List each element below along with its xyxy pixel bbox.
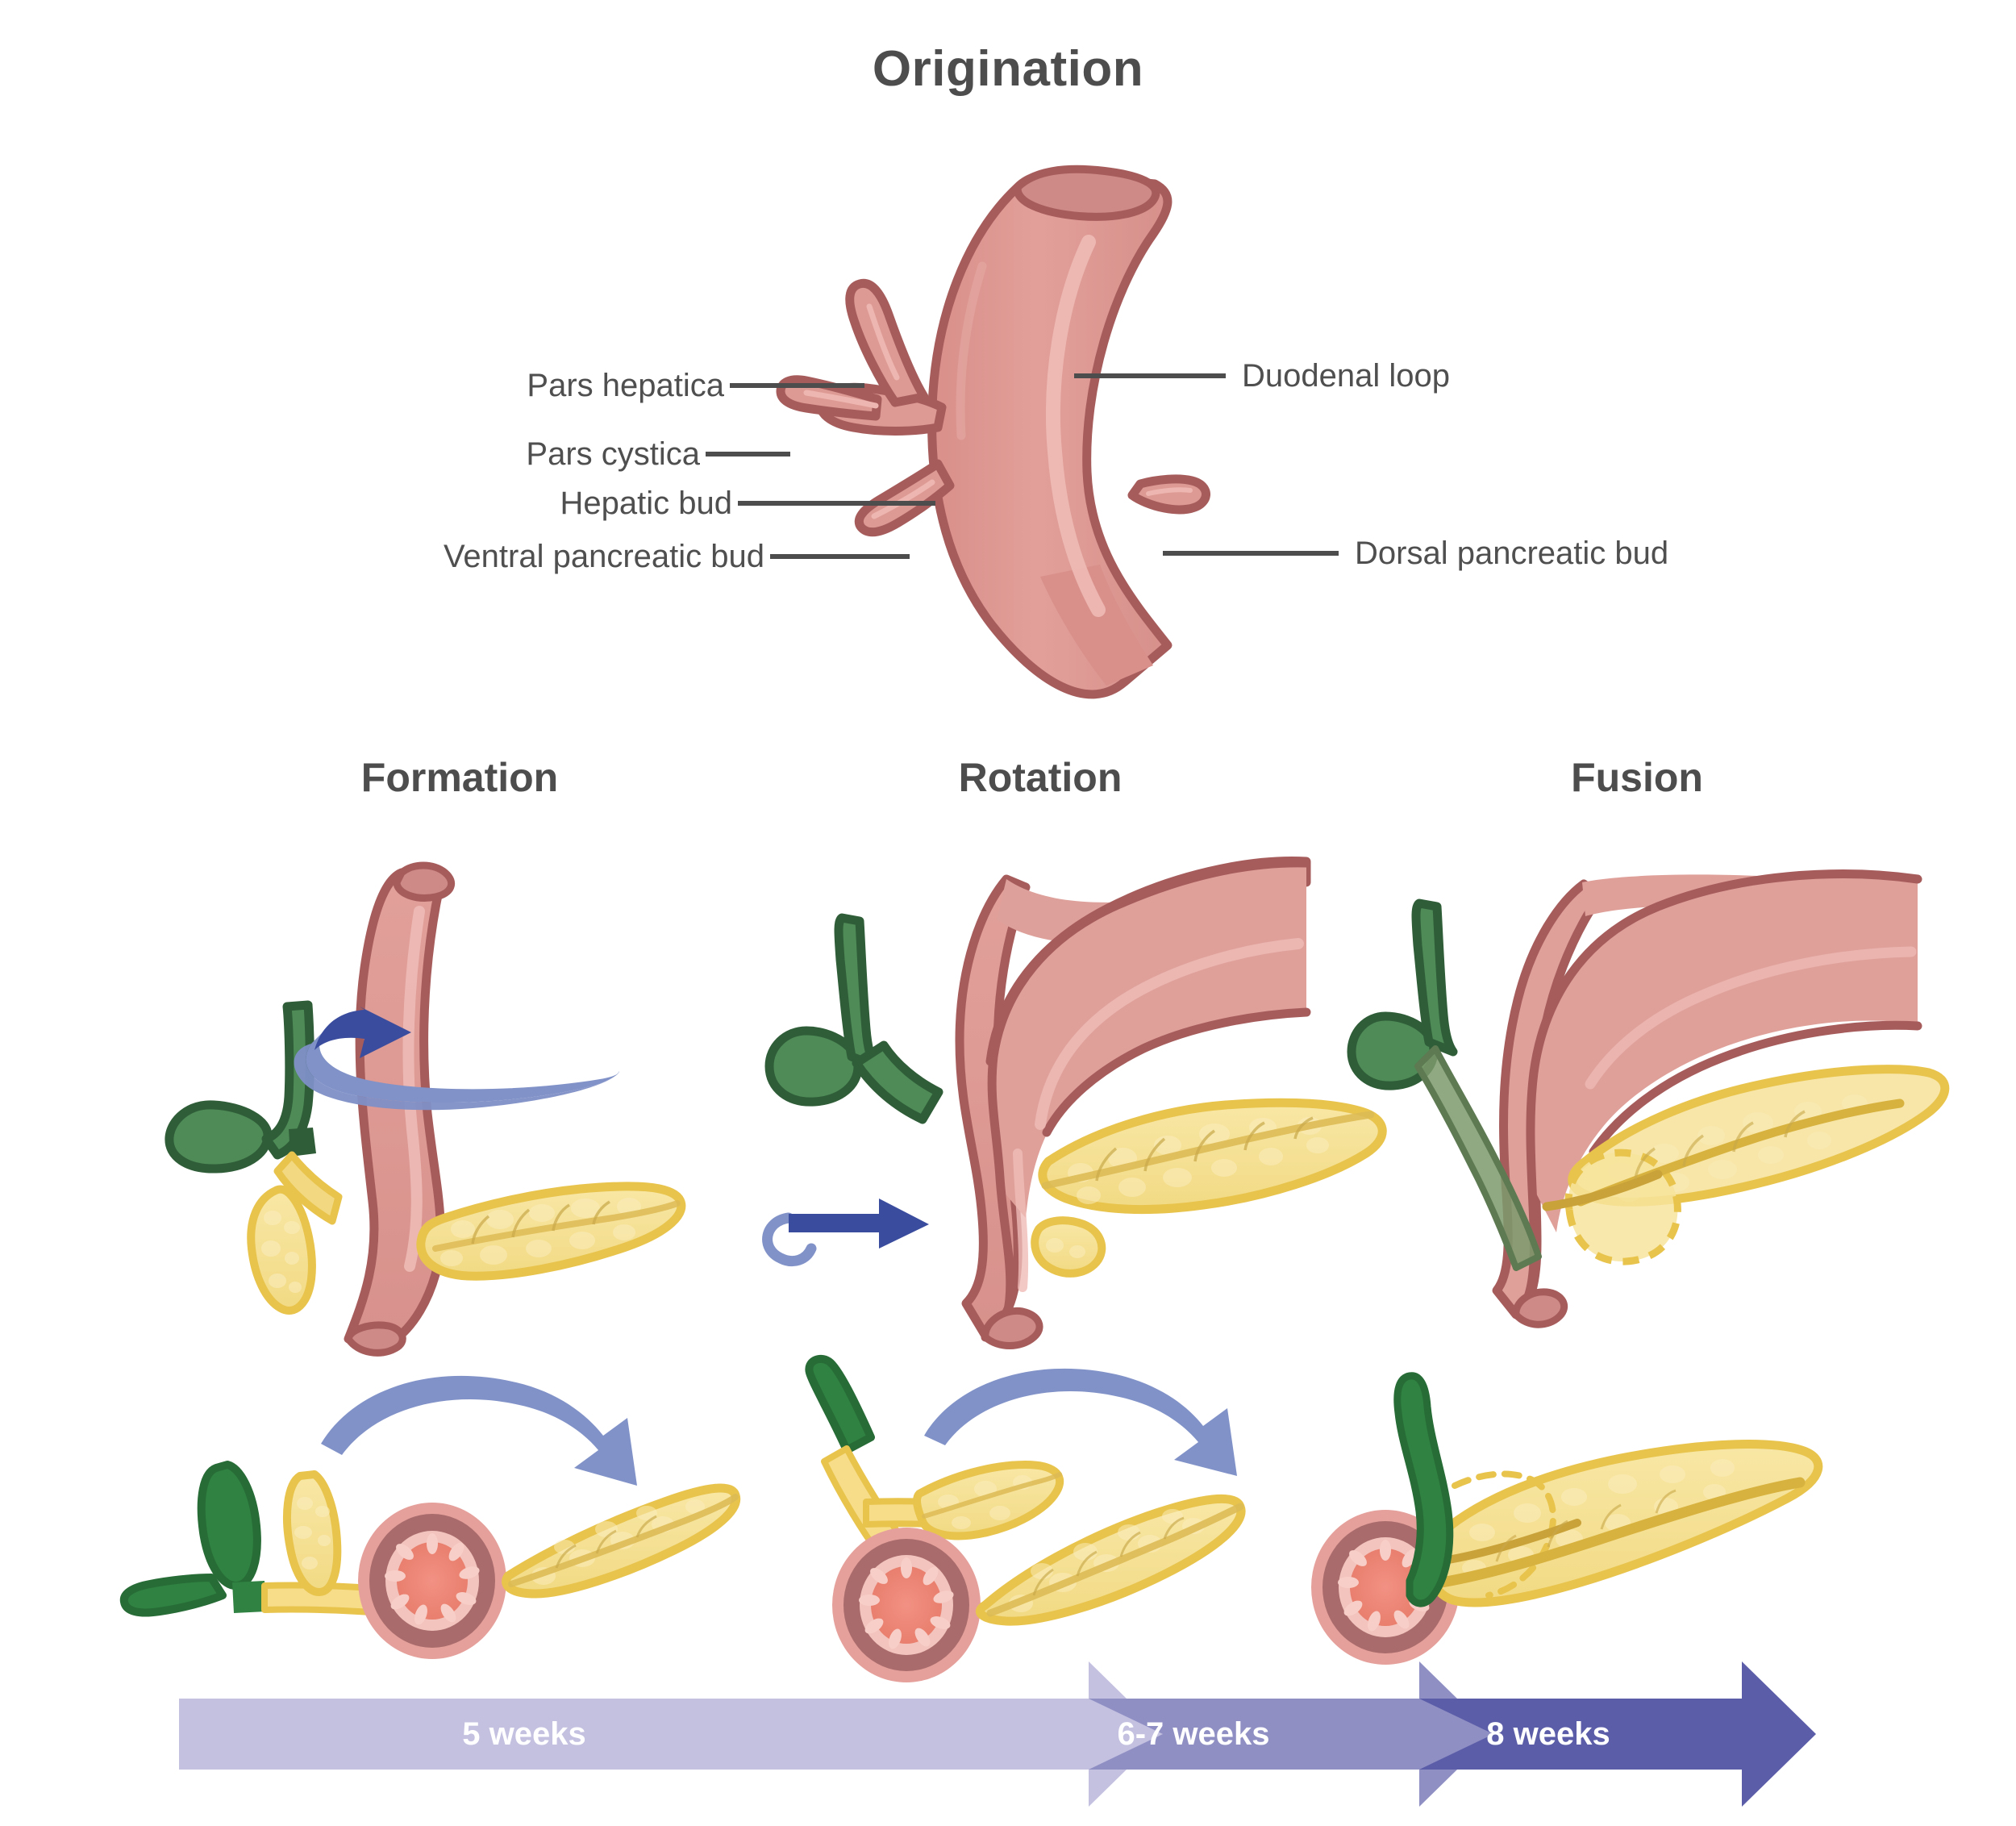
rotation-cystic-duct	[834, 913, 881, 1071]
formation-dorsal-texture	[440, 1198, 641, 1266]
xs1-villi	[385, 1533, 480, 1625]
xs2-duodenum-cross	[832, 1528, 981, 1682]
xs3-pancreas-veins	[1495, 1489, 1677, 1562]
pars-hepatica-branch	[845, 278, 929, 407]
rotation-small-arrow-curve	[762, 1212, 817, 1266]
rotation-ventral-texture	[1046, 1238, 1085, 1258]
dorsal-pancreatic-bud-shape	[1127, 474, 1210, 515]
formation-illustration	[165, 861, 686, 1357]
formation-duodenum-highlight	[402, 906, 425, 1272]
fusion-pancreas-veins	[1634, 1110, 1806, 1180]
xs3-uncinate-boundary	[1452, 1470, 1556, 1599]
label-dorsal-pancreatic-bud: Dorsal pancreatic bud	[1355, 536, 1669, 571]
timeline-label-5-weeks: 5 weeks	[462, 1716, 586, 1752]
duodenal-bottom-foot	[1040, 565, 1153, 686]
xs1-dorsal-veins	[555, 1515, 657, 1569]
rotation-duodenum-bottom-rim	[981, 1307, 1043, 1349]
branch-highlight-1	[866, 303, 900, 381]
fusion-common-bile-duct	[1414, 1045, 1542, 1271]
stage-title-formation: Formation	[360, 755, 559, 800]
xs2-villi	[859, 1557, 954, 1649]
fusion-cystic-duct	[1411, 898, 1458, 1057]
rotation-duodenum-highlight	[1035, 938, 1304, 1130]
formation-ventral-bud-texture	[261, 1211, 302, 1293]
xs1-gallbladder	[197, 1461, 261, 1590]
xs2-bile-duct-green	[805, 1354, 875, 1454]
stage-title-rotation: Rotation	[958, 755, 1123, 800]
rotation-small-arrow-shaft	[789, 1214, 885, 1232]
fusion-duodenum-outline	[1513, 869, 1922, 1319]
rotation-ventral-bud	[1031, 1216, 1106, 1278]
formation-duodenum-bottom-rim	[344, 1321, 406, 1357]
rotation-bile-duct	[852, 1040, 943, 1124]
formation-rotation-arrowhead	[314, 1007, 411, 1058]
branch-highlight-2	[803, 390, 879, 409]
rotation-duodenum-inner-outline	[1042, 1007, 1311, 1137]
xs2-dorsal-veins	[1032, 1516, 1185, 1596]
formation-rotation-ribbon	[306, 1032, 619, 1103]
xs1-duodenum-cross	[358, 1503, 506, 1659]
branch-highlight-3	[871, 479, 935, 519]
xs1-rotation-arrow	[321, 1375, 637, 1486]
formation-bile-duct-green	[289, 1128, 316, 1157]
origination-illustration	[706, 165, 1339, 699]
fusion-crosssection	[1311, 1372, 1823, 1665]
rotation-small-arrowhead	[879, 1199, 929, 1249]
duodenal-highlight	[1045, 235, 1106, 617]
timeline-segment-6-7-weeks[interactable]	[1089, 1661, 1493, 1807]
rotation-duodenum-highlight2	[1013, 1149, 1029, 1292]
formation-ventral-bud	[247, 1185, 316, 1315]
branch-highlight-4	[1146, 487, 1193, 496]
formation-common-duct	[273, 1151, 343, 1225]
xs3-main-duct	[1414, 1477, 1806, 1591]
timeline	[179, 1661, 1816, 1807]
timeline-label-8-weeks: 8 weeks	[1486, 1716, 1610, 1752]
formation-gallbladder	[165, 1100, 273, 1174]
rotation-crosssection	[805, 1354, 1246, 1682]
xs1-dorsal-duct	[508, 1494, 739, 1587]
xs2-dorsal-duct	[986, 1503, 1244, 1617]
timeline-segment-8-weeks[interactable]	[1419, 1661, 1816, 1807]
timeline-label-6-7-weeks: 6-7 weeks	[1117, 1716, 1270, 1752]
stage-title-fusion: Fusion	[1571, 755, 1703, 800]
fusion-illustration	[1347, 869, 1950, 1328]
rotation-duodenum-outline	[981, 858, 1311, 1342]
duodenal-highlight-2	[956, 261, 987, 440]
xs2-rotation-arrow	[924, 1368, 1237, 1476]
label-duodenal-loop: Duodenal loop	[1242, 358, 1450, 394]
label-pars-hepatica: Pars hepatica	[527, 368, 724, 403]
label-hepatic-bud: Hepatic bud	[560, 486, 732, 521]
fusion-duodenum-bottom	[1512, 1288, 1568, 1328]
formation-cystic-duct	[261, 1000, 314, 1160]
xs1-cystic-duct	[119, 1574, 227, 1617]
duodenal-top-rim	[1013, 165, 1160, 221]
formation-duodenum-top-rim	[393, 861, 456, 902]
rotation-pancreas-veins	[1095, 1116, 1314, 1182]
formation-crosssection	[119, 1375, 741, 1659]
timeline-segment-5-weeks[interactable]	[179, 1661, 1163, 1807]
xs2-ventral-duct	[922, 1472, 1062, 1519]
fusion-accessory-duct	[1542, 1169, 1663, 1211]
fusion-duodenum-highlight	[1585, 946, 1917, 1090]
rotation-illustration	[762, 857, 1387, 1349]
fusion-duodenum-inner	[1589, 1020, 1922, 1157]
xs3-bile-duct	[1393, 1372, 1454, 1607]
label-pars-cystica: Pars cystica	[526, 436, 700, 472]
formation-dorsal-veins	[471, 1200, 610, 1244]
xs1-green-yellow-junction	[232, 1581, 266, 1613]
xs1-ventral-texture	[294, 1497, 331, 1570]
formation-duodenum	[344, 868, 445, 1353]
label-ventral-pancreatic-bud: Ventral pancreatic bud	[443, 539, 764, 574]
page-title: Origination	[872, 41, 1144, 97]
